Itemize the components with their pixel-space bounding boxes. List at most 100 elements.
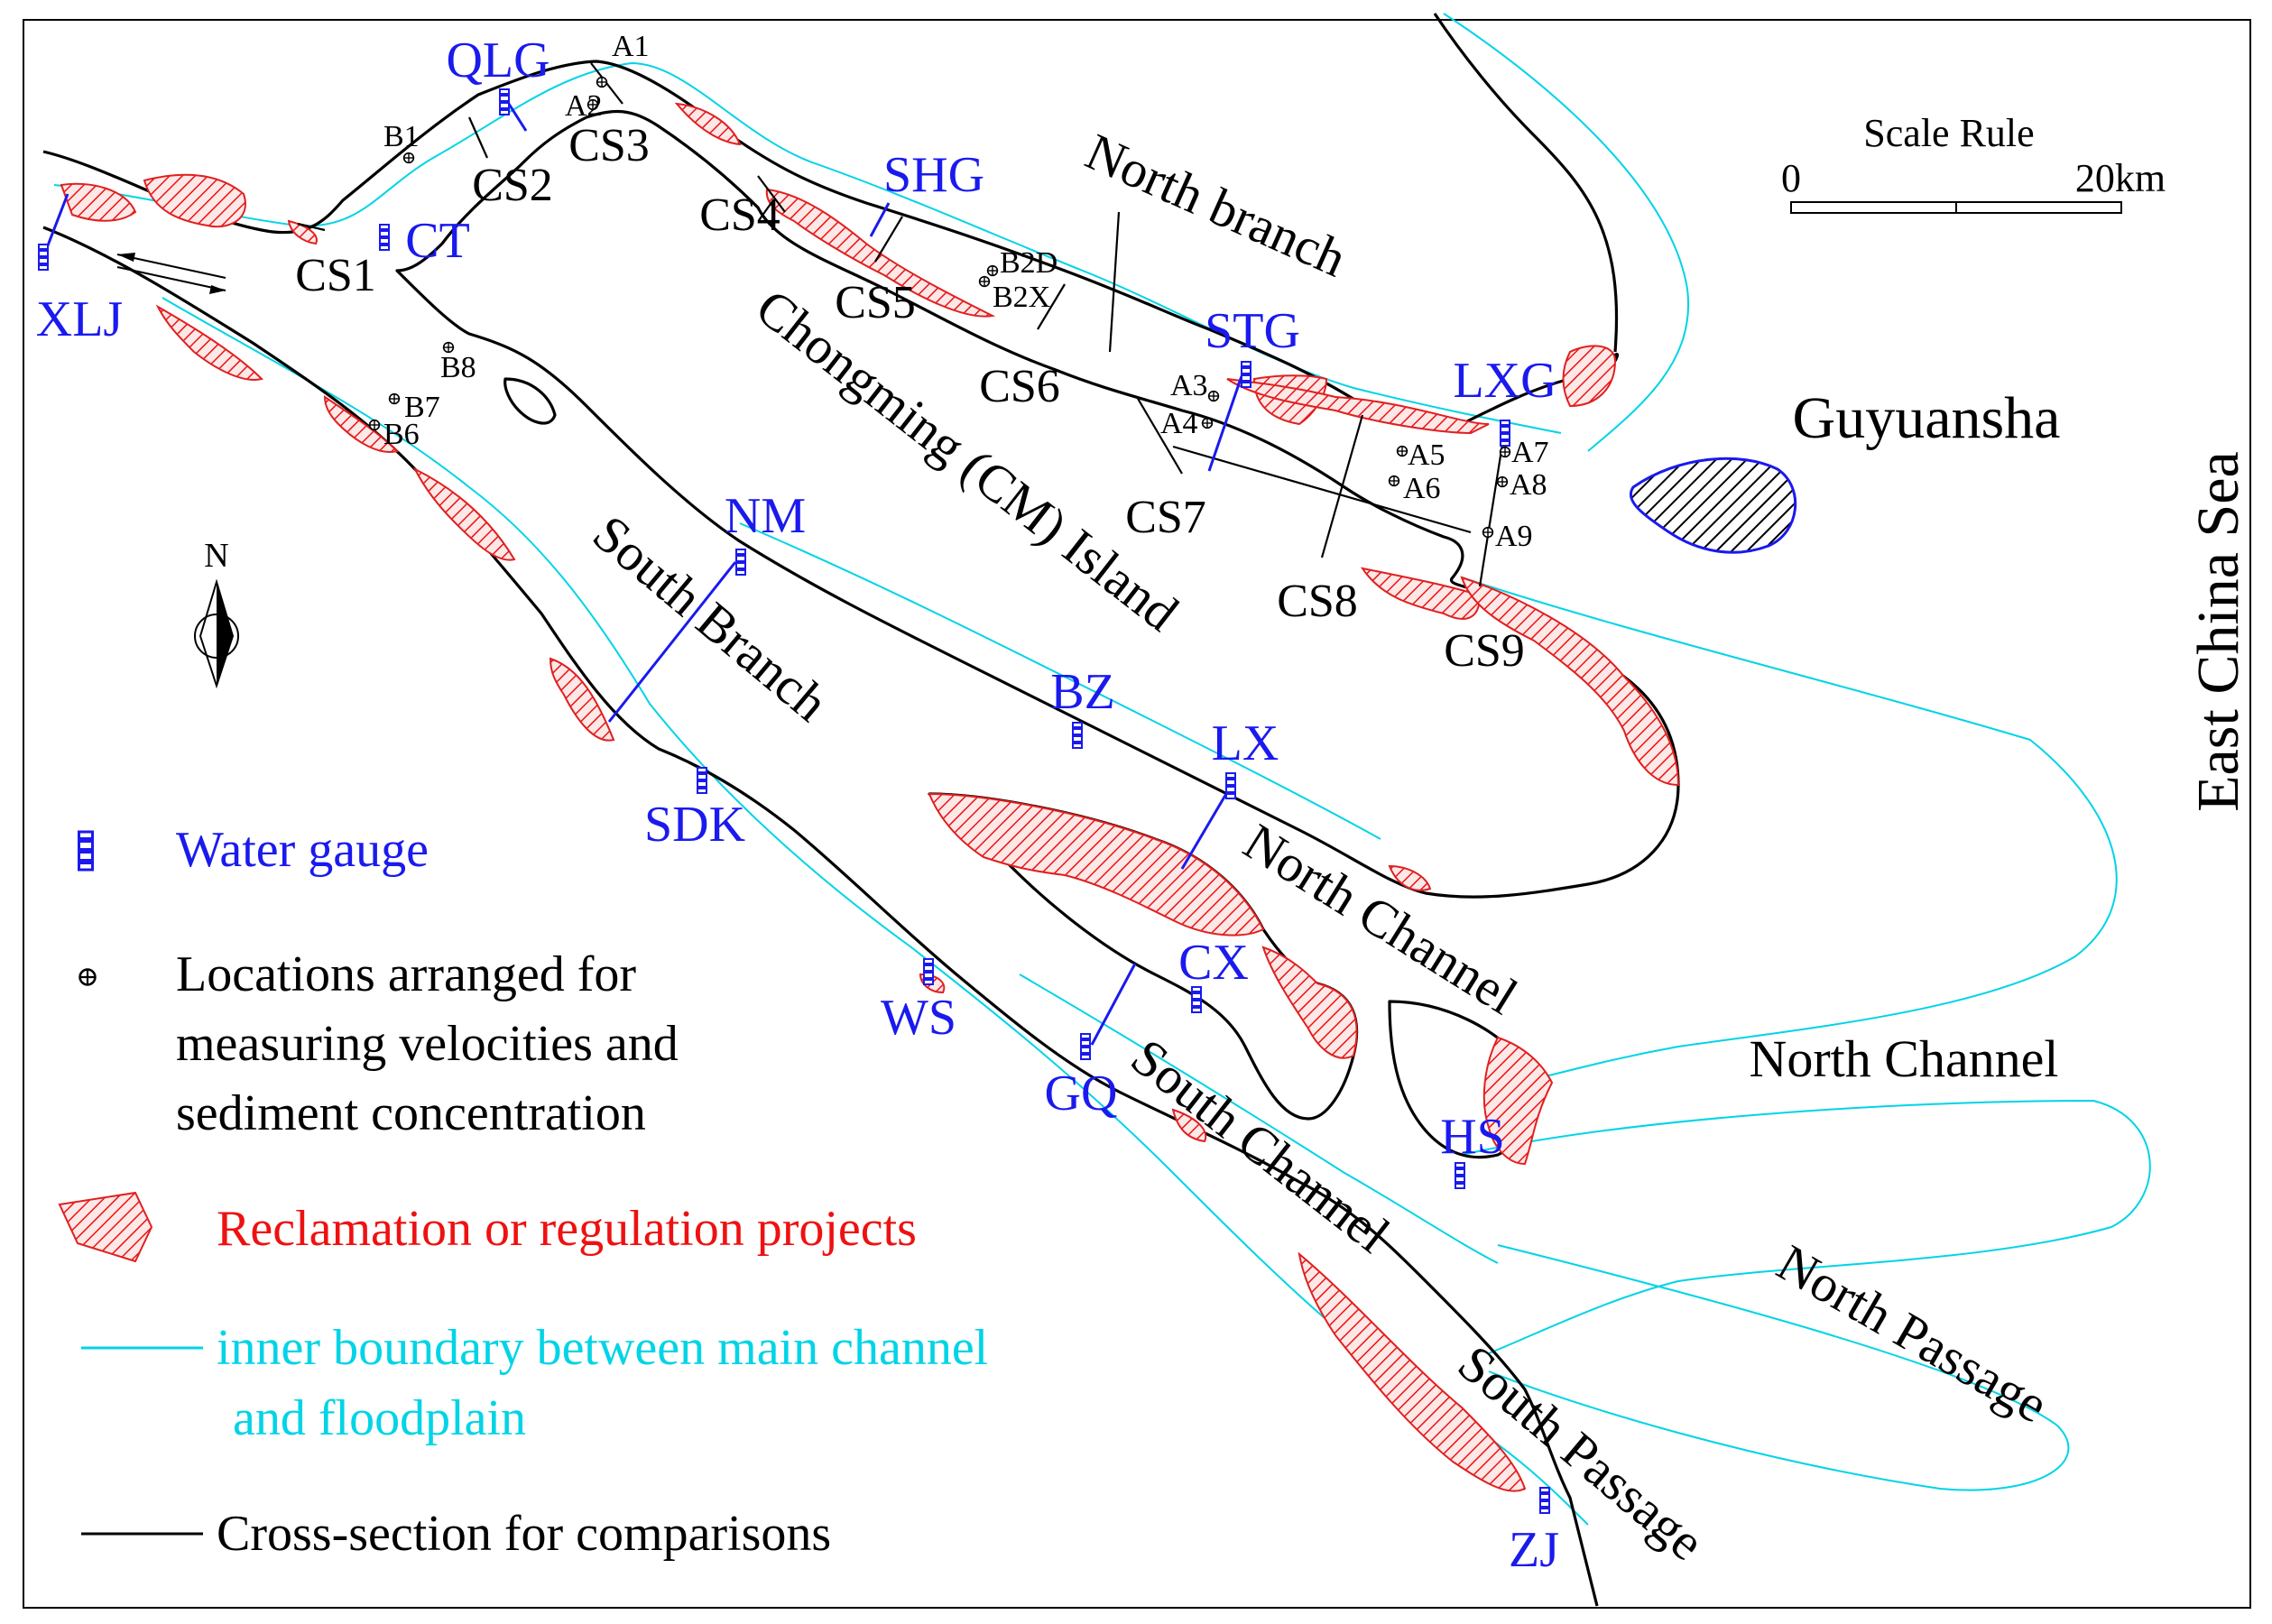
gauge-bz-icon bbox=[1072, 722, 1083, 749]
station-b8-label: B8 bbox=[440, 351, 476, 384]
gauge-qlg-icon bbox=[499, 88, 510, 115]
gauge-lx-icon bbox=[1225, 772, 1236, 799]
station-labels: A1 A2 A3 A4 A5 A6 A7 A8 A9 B1 B2D B2X B6… bbox=[383, 30, 1549, 553]
location-b2x-icon bbox=[978, 275, 991, 288]
gauge-sdk-icon bbox=[697, 767, 707, 794]
legend-cross-section-label: Cross-section for comparisons bbox=[217, 1506, 831, 1562]
inner-boundary-lines bbox=[53, 13, 2151, 1526]
gauge-labels: XLJ QLG CT SHG STG LXG NM BZ LX SDK WS C… bbox=[36, 32, 1559, 1578]
location-b6-icon bbox=[368, 419, 381, 431]
legend-locations-line2: measuring velocities and bbox=[176, 1016, 679, 1072]
north-label: N bbox=[204, 537, 228, 575]
gauge-sdk-label: SDK bbox=[644, 797, 745, 853]
gauge-nm-label: NM bbox=[725, 488, 806, 544]
scale-max: 20km bbox=[2075, 156, 2166, 200]
station-a2-label: A2 bbox=[565, 89, 603, 123]
station-b7-label: B7 bbox=[404, 391, 440, 424]
label-south-channel: South Channel bbox=[1121, 1027, 1400, 1263]
cs9-label: CS9 bbox=[1444, 625, 1525, 677]
gauge-ct-label: CT bbox=[405, 213, 470, 269]
cs1-label: CS1 bbox=[295, 250, 376, 301]
legend-reclamation-swatch bbox=[58, 1191, 153, 1263]
location-b2d-icon bbox=[986, 264, 999, 277]
station-b2d-label: B2D bbox=[1000, 246, 1057, 280]
reclamation-areas bbox=[60, 102, 1680, 1492]
location-a6-icon bbox=[1388, 475, 1400, 487]
cross-section-cs5-line bbox=[874, 216, 903, 263]
location-a5-icon bbox=[1396, 445, 1408, 457]
gauge-ct-icon bbox=[379, 224, 390, 251]
cross-section-lines bbox=[297, 62, 1506, 587]
legend-inner-line2: and floodplain bbox=[233, 1390, 526, 1446]
location-a8-icon bbox=[1496, 475, 1509, 488]
cross-section-cs2-line bbox=[467, 116, 489, 159]
cross-section-cs1-line bbox=[297, 222, 326, 232]
guyuansha-shoal bbox=[1630, 457, 1797, 554]
location-a4-icon bbox=[1201, 417, 1214, 429]
cross-section-cs8-line bbox=[1320, 414, 1364, 558]
station-a8-label: A8 bbox=[1510, 468, 1547, 502]
label-north-channel-2: North Channel bbox=[1749, 1029, 2058, 1088]
gauge-xlj-icon bbox=[38, 244, 49, 271]
gauge-stg-icon bbox=[1241, 361, 1251, 388]
gauge-gq-label: GQ bbox=[1045, 1066, 1118, 1121]
legend-reclamation-label: Reclamation or regulation projects bbox=[217, 1201, 917, 1257]
gauge-xlj-label: XLJ bbox=[36, 291, 123, 347]
gauge-gq-icon bbox=[1080, 1033, 1091, 1060]
location-b7-icon bbox=[388, 392, 401, 405]
cross-section-cs6-line bbox=[1037, 283, 1066, 330]
gauge-hs-icon bbox=[1455, 1162, 1465, 1189]
station-a7-label: A7 bbox=[1511, 436, 1549, 469]
gauge-zj-icon bbox=[1539, 1487, 1550, 1514]
location-a1-icon bbox=[596, 76, 608, 88]
location-b1-icon bbox=[402, 152, 415, 164]
label-east-china-sea: East China Sea bbox=[2185, 451, 2251, 812]
cross-section-cs4-line bbox=[757, 175, 786, 213]
legend-water-gauge-icon bbox=[78, 830, 94, 872]
map-frame bbox=[23, 19, 2251, 1609]
legend-locations-line1: Locations arranged for bbox=[176, 946, 636, 1002]
gauge-bz-label: BZ bbox=[1050, 664, 1115, 720]
legend: Water gauge Locations arranged for measu… bbox=[58, 822, 988, 1562]
label-guyuansha: Guyuansha bbox=[1793, 385, 2061, 451]
cs2-label: CS2 bbox=[472, 160, 553, 211]
legend-inner-line1: inner boundary between main channel bbox=[217, 1320, 988, 1376]
label-north-channel-1: North Channel bbox=[1234, 812, 1528, 1026]
legend-location-icon bbox=[79, 968, 97, 986]
location-a7-icon bbox=[1499, 446, 1511, 458]
station-a6-label: A6 bbox=[1403, 472, 1441, 505]
gauge-zj-label: ZJ bbox=[1509, 1522, 1559, 1578]
location-a9-icon bbox=[1482, 526, 1494, 539]
flow-direction-arrows bbox=[116, 253, 226, 294]
cs7-label: CS7 bbox=[1125, 492, 1206, 543]
station-b2x-label: B2X bbox=[993, 281, 1050, 314]
cs3-label: CS3 bbox=[568, 120, 650, 171]
cs8-cs9-baseline bbox=[1172, 445, 1472, 534]
cross-section-labels: CS1 CS2 CS3 CS4 CS5 CS6 CS7 CS8 CS9 bbox=[295, 120, 1525, 677]
gauge-transects bbox=[42, 100, 1243, 1046]
gauge-ws-icon bbox=[923, 958, 934, 985]
gauge-hs-label: HS bbox=[1440, 1109, 1505, 1165]
cross-section-cs7-line bbox=[1136, 396, 1183, 475]
gauge-nm-icon bbox=[735, 549, 746, 576]
gauge-lxg-icon bbox=[1500, 420, 1510, 447]
gauge-lxg-label: LXG bbox=[1453, 353, 1556, 409]
gauge-cx-icon bbox=[1191, 986, 1202, 1013]
gauge-cx-label: CX bbox=[1178, 935, 1249, 991]
cs4-label: CS4 bbox=[699, 189, 780, 241]
scale-rule: Scale Rule 0 20km bbox=[1781, 111, 2166, 214]
gauge-qlg-label: QLG bbox=[446, 32, 550, 88]
gauge-ws-label: WS bbox=[881, 990, 956, 1046]
legend-locations-line3: sediment concentration bbox=[176, 1085, 646, 1141]
station-a5-label: A5 bbox=[1408, 438, 1445, 472]
station-a1-label: A1 bbox=[612, 30, 650, 63]
station-a9-label: A9 bbox=[1495, 520, 1533, 553]
label-north-passage: North Passage bbox=[1768, 1233, 2057, 1435]
north-arrow-icon: N bbox=[194, 537, 239, 689]
legend-water-gauge-label: Water gauge bbox=[176, 822, 429, 878]
scale-title: Scale Rule bbox=[1863, 111, 2034, 155]
scale-min: 0 bbox=[1781, 156, 1801, 200]
station-a4-label: A4 bbox=[1160, 407, 1198, 440]
cs8-label: CS8 bbox=[1277, 576, 1358, 627]
